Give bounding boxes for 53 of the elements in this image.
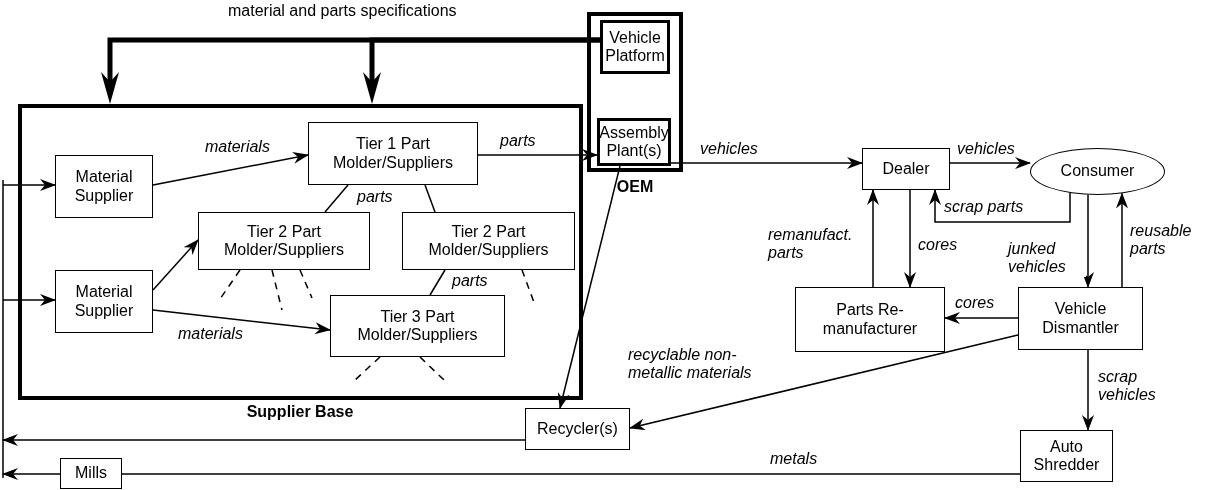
process-box: Material Supplier <box>55 155 153 218</box>
process-box: Dealer <box>862 148 950 190</box>
process-box: Material Supplier <box>55 270 153 333</box>
group-frame <box>587 12 683 172</box>
arrow <box>867 189 879 288</box>
process-box: Tier 2 Part Molder/Suppliers <box>198 212 370 270</box>
arrow <box>949 157 1031 169</box>
arrow <box>152 309 331 335</box>
process-box: Vehicle Dismantler <box>1018 287 1143 350</box>
arrow <box>1116 192 1128 288</box>
process-box: Parts Re-manufacturer <box>795 287 945 352</box>
process-box: Auto Shredder <box>1020 430 1113 482</box>
process-box: Tier 3 Part Molder/Suppliers <box>330 295 505 357</box>
edge-label: material and parts specifications <box>228 2 457 21</box>
arrow <box>477 149 598 161</box>
arrow <box>904 189 916 288</box>
process-box: Tier 1 Part Molder/Suppliers <box>308 122 478 185</box>
arrow <box>1082 194 1094 288</box>
arrow <box>2 179 56 191</box>
connector-line <box>324 184 349 213</box>
arrow <box>2 468 61 480</box>
group-frame <box>18 104 583 400</box>
connector-line <box>429 269 446 296</box>
process-box: Recycler(s) <box>525 408 630 450</box>
arrow <box>2 294 56 306</box>
dashed-line <box>271 269 283 311</box>
connector-line <box>2 179 4 479</box>
arrow <box>152 151 309 186</box>
arrow <box>363 37 600 104</box>
edge-label: parts <box>452 272 488 291</box>
group-heading: Supplier Base <box>245 403 355 421</box>
arrow <box>557 165 621 409</box>
group-heading: OEM <box>615 178 655 196</box>
process-box: Assembly Plant(s) <box>597 118 671 166</box>
arrow <box>2 434 526 446</box>
edge-label: parts <box>500 132 536 151</box>
dashed-line <box>299 269 313 299</box>
arrow <box>929 189 1071 223</box>
arrow <box>670 157 863 169</box>
arrow <box>629 334 1019 431</box>
process-box: Tier 2 Part Molder/Suppliers <box>402 212 575 270</box>
dashed-line <box>419 356 445 381</box>
edge-label: parts <box>357 188 393 207</box>
arrow <box>944 312 1019 324</box>
process-box: Mills <box>60 458 122 489</box>
arrow <box>1082 349 1094 431</box>
process-box: Vehicle Platform <box>600 20 670 74</box>
dashed-line <box>354 356 381 381</box>
edge-label: scrap parts <box>944 198 1024 217</box>
connector-line <box>121 473 1021 475</box>
arrow <box>152 239 199 291</box>
connector-line <box>424 184 436 213</box>
edge-label: junked vehicles <box>1008 240 1086 277</box>
